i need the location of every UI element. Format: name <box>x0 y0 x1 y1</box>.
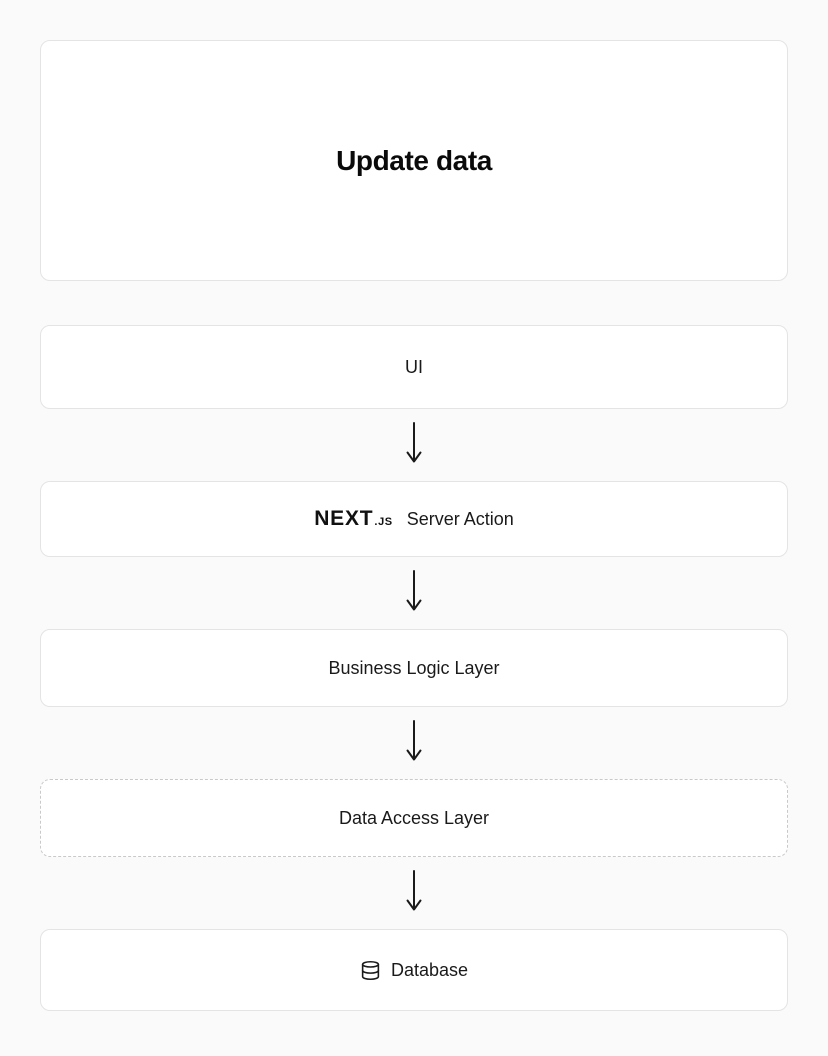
node-server-action: NEXT .JS Server Action <box>40 481 788 557</box>
arrow-down-icon <box>405 869 423 917</box>
flow-connector <box>40 557 788 629</box>
node-business-logic-label: Business Logic Layer <box>328 657 500 678</box>
node-database: Database <box>40 929 788 1011</box>
node-server-action-label: Server Action <box>406 508 514 529</box>
arrow-down-icon <box>405 569 423 617</box>
arrow-down-icon <box>405 719 423 767</box>
flow-connector <box>40 409 788 481</box>
node-data-access-layer: Data Access Layer <box>40 779 788 857</box>
database-icon <box>360 960 381 981</box>
diagram-canvas: Update data UI NEXT .JS Server Action <box>40 40 788 1011</box>
nextjs-logo-wordmark: NEXT <box>314 507 374 530</box>
nextjs-logo-suffix: .JS <box>374 516 393 528</box>
node-database-label: Database <box>390 959 469 980</box>
node-business-logic-layer: Business Logic Layer <box>40 629 788 707</box>
arrow-down-icon <box>405 421 423 469</box>
node-ui: UI <box>40 325 788 409</box>
nextjs-logo: NEXT .JS <box>314 507 393 531</box>
node-data-access-label: Data Access Layer <box>338 807 490 828</box>
node-ui-label: UI <box>405 356 423 377</box>
title-card: Update data <box>40 40 788 281</box>
flow-connector <box>40 857 788 929</box>
flow-connector <box>40 707 788 779</box>
diagram-title: Update data <box>336 144 492 176</box>
